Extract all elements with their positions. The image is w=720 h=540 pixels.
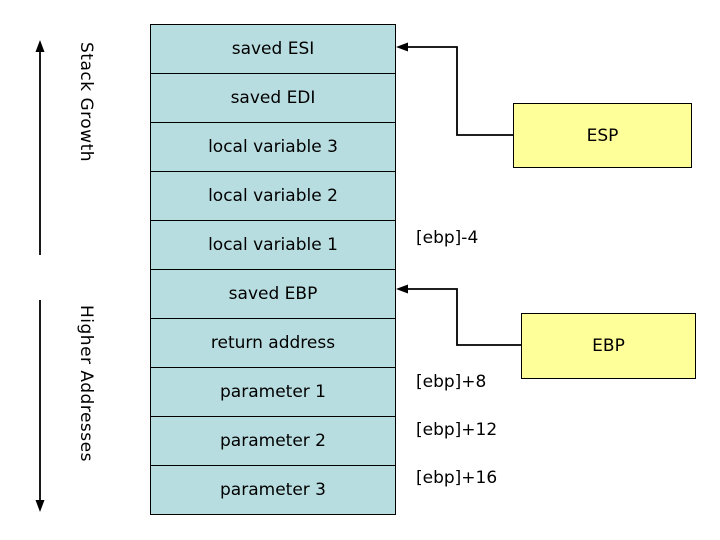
register-box-esp: ESP xyxy=(513,103,692,168)
stack-cell-saved-ebp: saved EBP xyxy=(150,269,396,319)
stack-cell-saved-esi: saved ESI xyxy=(150,24,396,74)
higher-addresses-arrow xyxy=(35,300,45,512)
offset-label-parameter-3: [ebp]+16 xyxy=(416,468,498,488)
offset-label-parameter-2: [ebp]+12 xyxy=(416,420,498,440)
table-row: parameter 3 xyxy=(150,465,396,515)
stack-cell-local-variable-2: local variable 2 xyxy=(150,171,396,221)
higher-addresses-label: Higher Addresses xyxy=(76,305,96,462)
stack-table: saved ESI saved EDI local variable 3 loc… xyxy=(150,24,396,515)
stack-cell-saved-edi: saved EDI xyxy=(150,73,396,123)
table-row: parameter 2 xyxy=(150,416,396,466)
table-row: saved ESI xyxy=(150,24,396,74)
stack-growth-arrow xyxy=(35,40,45,255)
esp-arrowhead xyxy=(396,42,408,52)
table-row: return address xyxy=(150,318,396,368)
stack-growth-label: Stack Growth xyxy=(76,42,96,163)
table-row: local variable 3 xyxy=(150,122,396,172)
stack-cell-parameter-1: parameter 1 xyxy=(150,367,396,417)
table-row: saved EBP xyxy=(150,269,396,319)
table-row: local variable 2 xyxy=(150,171,396,221)
offset-label-local-variable-1: [ebp]-4 xyxy=(416,228,479,248)
ebp-connector-line xyxy=(404,288,521,346)
table-row: saved EDI xyxy=(150,73,396,123)
stack-cell-return-address: return address xyxy=(150,318,396,368)
stack-cell-parameter-2: parameter 2 xyxy=(150,416,396,466)
ebp-arrowhead xyxy=(396,284,408,294)
table-row: local variable 1 xyxy=(150,220,396,270)
stack-cell-local-variable-3: local variable 3 xyxy=(150,122,396,172)
register-box-ebp: EBP xyxy=(521,313,696,379)
stack-cell-parameter-3: parameter 3 xyxy=(150,465,396,515)
stack-cell-local-variable-1: local variable 1 xyxy=(150,220,396,270)
table-row: parameter 1 xyxy=(150,367,396,417)
esp-connector-line xyxy=(404,46,513,136)
offset-label-parameter-1: [ebp]+8 xyxy=(416,372,487,392)
